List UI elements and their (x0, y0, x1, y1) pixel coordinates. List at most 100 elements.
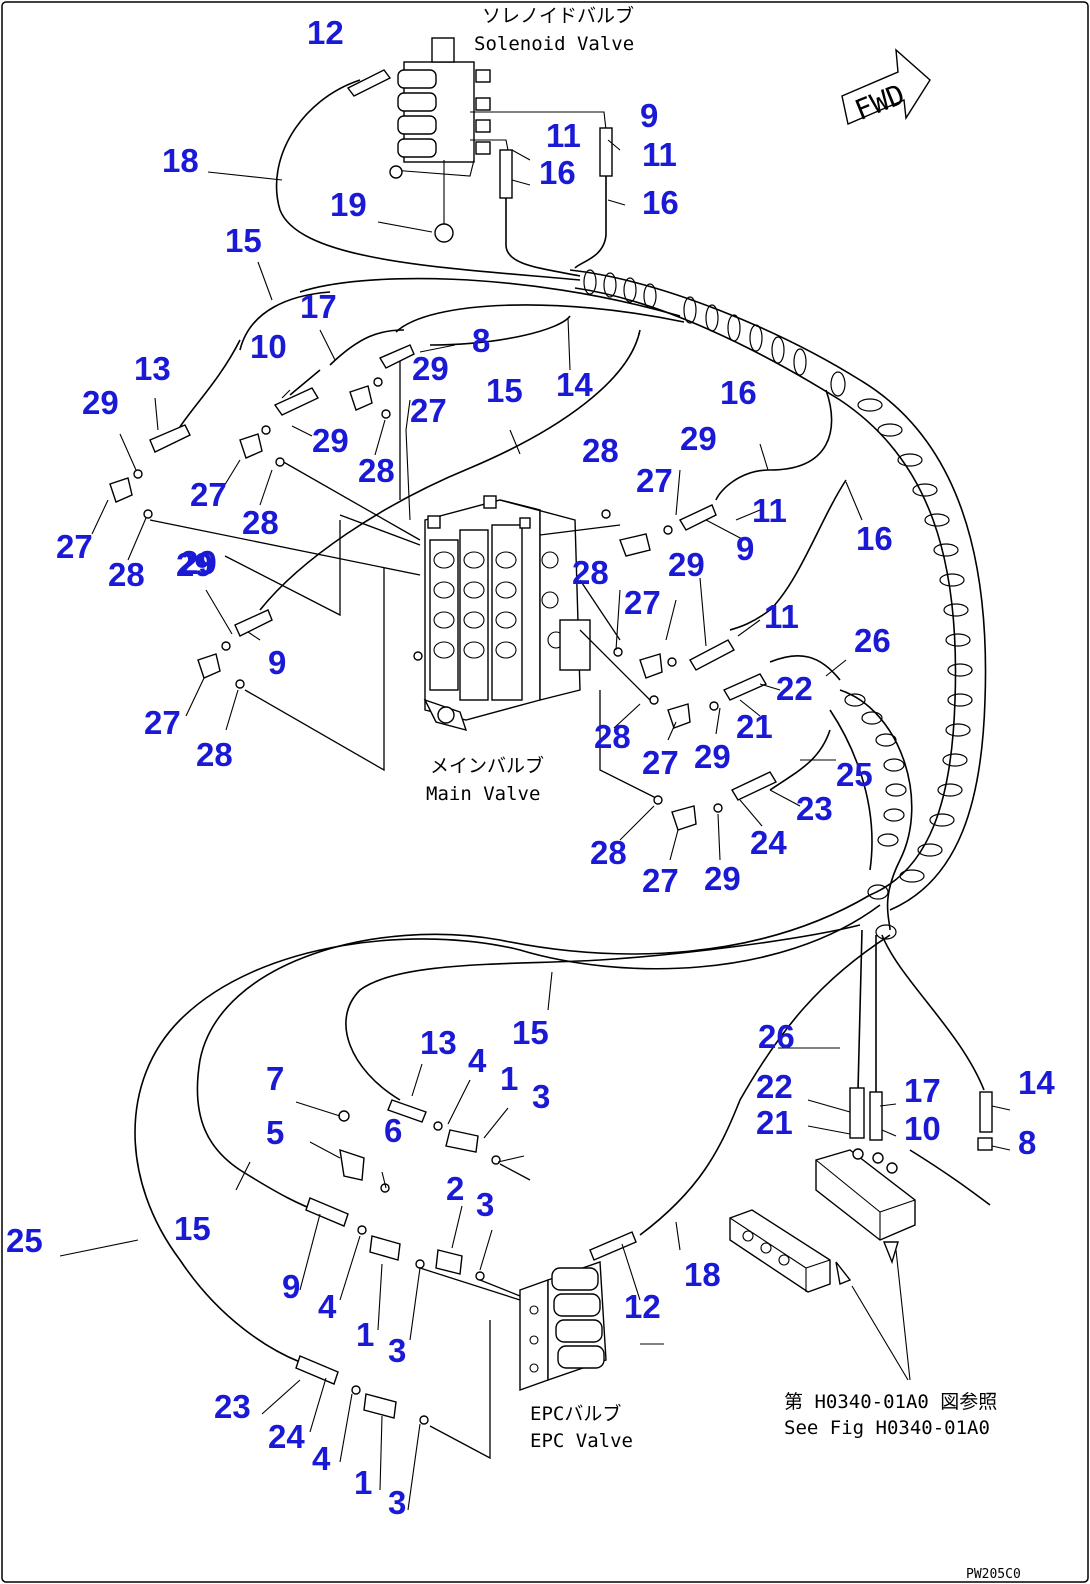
callout-number: 1 (356, 1316, 374, 1353)
callout-number: 5 (266, 1114, 284, 1151)
callout-number: 9 (282, 1268, 300, 1305)
callout-number: 11 (752, 492, 787, 529)
callout-number: 11 (642, 136, 677, 173)
callout-number: 9 (640, 97, 658, 134)
callout-number: 28 (590, 834, 627, 871)
solenoid-valve-caption-jp: ソレノイドバルブ (482, 4, 634, 27)
callout-number: 27 (624, 584, 661, 621)
callout-number: 27 (410, 392, 447, 429)
solenoid-valve-caption-en: Solenoid Valve (474, 33, 634, 55)
callout-number: 27 (190, 476, 227, 513)
callout-numbers: 12 18 19 9 11 16 11 16 15 17 8 29 14 10 … (6, 14, 1055, 1521)
figure-code: PW205C0 (966, 1567, 1021, 1582)
callout-number: 16 (856, 520, 893, 557)
callout-number: 23 (796, 790, 833, 827)
callout-number: 29 (694, 738, 731, 775)
callout-number: 3 (388, 1484, 406, 1521)
reference-caption-en: See Fig H0340-01A0 (784, 1417, 990, 1439)
main-valve-caption-jp: メインバルブ (430, 754, 544, 777)
callout-number: 26 (854, 622, 891, 659)
callout-number: 10 (250, 328, 287, 365)
forward-direction-arrow: FWD (841, 48, 931, 127)
callout-number: 8 (1018, 1124, 1036, 1161)
callout-number: 22 (756, 1068, 793, 1105)
callout-number: 17 (300, 288, 337, 325)
callout-number: 12 (307, 14, 344, 51)
epc-valve-caption-jp: EPCバルブ (530, 1402, 621, 1425)
callout-number: 9 (268, 644, 286, 681)
callout-number: 29 (668, 546, 705, 583)
callout-number: 22 (776, 670, 813, 707)
callout-number: 18 (162, 142, 199, 179)
callout-number: 14 (556, 366, 593, 403)
fittings (109, 127, 777, 1425)
callout-number: 21 (736, 708, 773, 745)
callout-number: 28 (196, 736, 233, 773)
callout-number: 28 (572, 554, 609, 591)
callout-number: 29 (704, 860, 741, 897)
reference-caption-jp: 第 H0340-01A0 図参照 (784, 1391, 997, 1413)
callout-number: 28 (582, 432, 619, 469)
callout-number: 11 (546, 117, 581, 154)
callout-number: 3 (388, 1332, 406, 1369)
callout-number: 8 (472, 322, 490, 359)
callout-number: 26 (758, 1018, 795, 1055)
callout-number: 19 (330, 186, 367, 223)
distribution-block (815, 1087, 993, 1265)
callout-number: 3 (476, 1186, 494, 1223)
callout-number: 29 (180, 544, 217, 581)
callout-number: 16 (539, 154, 576, 191)
callout-number: 29 (82, 384, 119, 421)
callout-number: 15 (225, 222, 262, 259)
main-valve-pipes (149, 350, 661, 801)
callout-number: 16 (642, 184, 679, 221)
callout-number: 27 (56, 528, 93, 565)
callout-number: 14 (1018, 1064, 1055, 1101)
callout-number: 1 (354, 1464, 372, 1501)
callout-number: 25 (6, 1222, 43, 1259)
callout-number: 27 (642, 744, 679, 781)
callout-number: 29 (680, 420, 717, 457)
callout-number: 25 (836, 756, 873, 793)
callout-number: 13 (420, 1024, 457, 1061)
callout-number: 9 (736, 530, 754, 567)
callout-number: 15 (512, 1014, 549, 1051)
callout-number: 28 (358, 452, 395, 489)
callout-number: 28 (242, 504, 279, 541)
epc-valve-drawing (519, 1261, 607, 1391)
callout-number: 7 (266, 1060, 284, 1097)
reference-block (729, 1209, 852, 1293)
reference-leader-lines (851, 1249, 911, 1381)
callout-number: 3 (532, 1078, 550, 1115)
callout-number: 4 (312, 1440, 331, 1477)
callout-number: 6 (384, 1112, 402, 1149)
solenoid-valve-drawing (389, 37, 607, 243)
callout-number: 29 (176, 546, 213, 583)
callout-number: 29 (312, 422, 349, 459)
callout-number: 16 (720, 374, 757, 411)
epc-valve-caption-en: EPC Valve (530, 1430, 633, 1452)
callout-number: 2 (446, 1170, 464, 1207)
callout-number: 13 (134, 350, 171, 387)
main-valve-drawing (413, 495, 591, 732)
callout-number: 24 (750, 824, 787, 861)
callout-number: 17 (904, 1072, 941, 1109)
callout-number: 4 (318, 1288, 337, 1325)
callout-number: 15 (486, 372, 523, 409)
callout-number: 21 (756, 1104, 793, 1141)
callout-number: 24 (268, 1418, 305, 1455)
callout-number: 28 (594, 718, 631, 755)
callout-number: 27 (636, 462, 673, 499)
callout-leaders (59, 139, 1011, 1511)
callout-number: 10 (904, 1110, 941, 1147)
callout-number: 1 (500, 1060, 518, 1097)
callout-number: 18 (684, 1256, 721, 1293)
callout-number: 29 (412, 350, 449, 387)
callout-number: 23 (214, 1388, 251, 1425)
callout-number: 28 (108, 556, 145, 593)
callout-number: 4 (468, 1042, 487, 1079)
callout-number: 12 (624, 1288, 661, 1325)
hose-lines (134, 69, 991, 1363)
